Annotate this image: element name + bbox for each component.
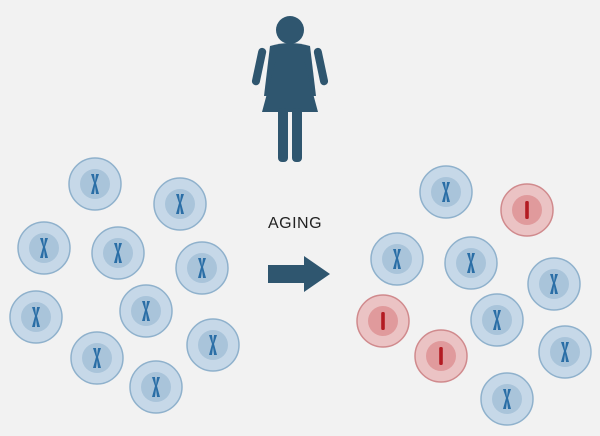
- chromosome-icon: [503, 389, 511, 409]
- chromosome-icon: [114, 243, 122, 263]
- chromosome-icon: [393, 249, 401, 269]
- shortened-chromosome-icon: [381, 312, 385, 330]
- healthy-cell: [370, 232, 424, 286]
- chromosome-icon: [561, 342, 569, 362]
- healthy-cell: [186, 318, 240, 372]
- healthy-cell: [68, 157, 122, 211]
- healthy-cell: [175, 241, 229, 295]
- shortened-chromosome-icon: [525, 201, 529, 219]
- chromosome-icon: [198, 258, 206, 278]
- healthy-cell: [527, 257, 581, 311]
- aged-cell: [414, 329, 468, 383]
- healthy-cell: [129, 360, 183, 414]
- chromosome-icon: [142, 301, 150, 321]
- chromosome-icon: [493, 310, 501, 330]
- healthy-cell: [91, 226, 145, 280]
- after-cells: [356, 165, 592, 426]
- healthy-cell: [153, 177, 207, 231]
- healthy-cell: [9, 290, 63, 344]
- chromosome-icon: [176, 194, 184, 214]
- aged-cell: [500, 183, 554, 237]
- chromosome-icon: [32, 307, 40, 327]
- healthy-cell: [70, 331, 124, 385]
- aged-cell: [356, 294, 410, 348]
- healthy-cell: [538, 325, 592, 379]
- chromosome-icon: [209, 335, 217, 355]
- chromosome-icon: [152, 377, 160, 397]
- female-figure-icon: [251, 16, 329, 162]
- healthy-cell: [480, 372, 534, 426]
- healthy-cell: [419, 165, 473, 219]
- chromosome-icon: [550, 274, 558, 294]
- chromosome-icon: [91, 174, 99, 194]
- chromosome-icon: [93, 348, 101, 368]
- healthy-cell: [119, 284, 173, 338]
- aging-label: AGING: [267, 215, 323, 232]
- healthy-cell: [444, 236, 498, 290]
- right-arrow-icon: [268, 256, 330, 292]
- healthy-cell: [17, 221, 71, 275]
- chromosome-icon: [40, 238, 48, 258]
- healthy-cell: [470, 293, 524, 347]
- chromosome-icon: [442, 182, 450, 202]
- shortened-chromosome-icon: [439, 347, 443, 365]
- before-cells: [9, 157, 240, 414]
- chromosome-icon: [467, 253, 475, 273]
